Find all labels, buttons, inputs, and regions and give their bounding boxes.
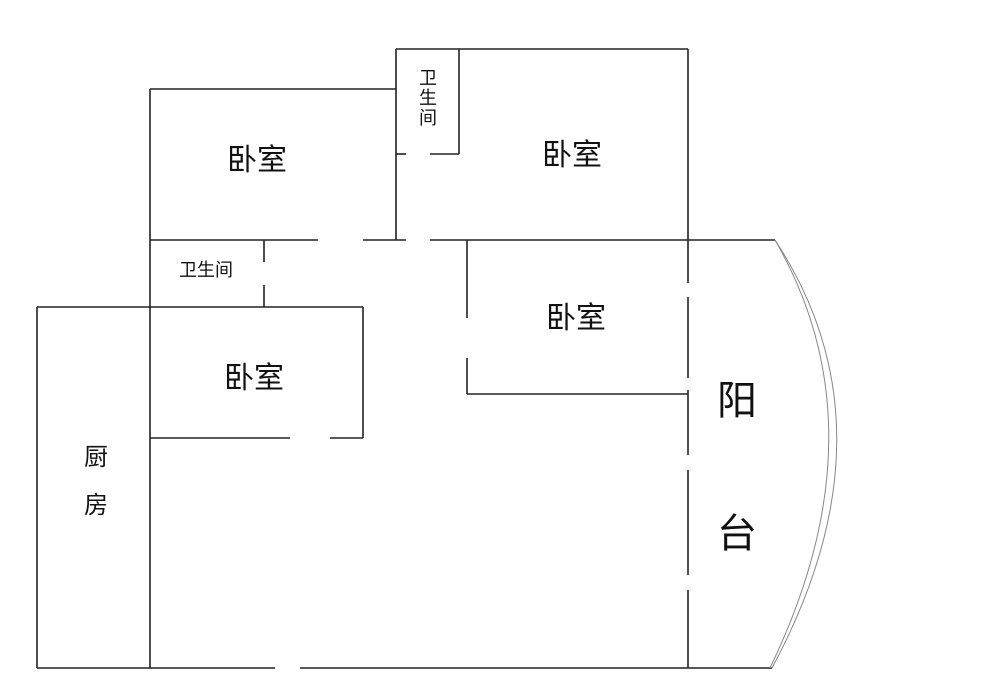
room-label-bedroom: 卧室 [227,143,287,178]
room-label-kitchen: 厨房 [79,444,108,540]
room-label-balcony: 台 [717,511,757,557]
room-label-bathroom: 卫生间 [416,68,437,128]
room-label-bedroom: 卧室 [224,361,284,396]
balcony-curve-inner [769,239,830,669]
room-label-bathroom: 卫生间 [179,260,233,281]
balcony-curve-outer [771,239,838,669]
room-label-balcony: 阳 [717,378,757,424]
room-label-bedroom: 卧室 [546,301,606,336]
room-label-bedroom: 卧室 [542,138,602,173]
